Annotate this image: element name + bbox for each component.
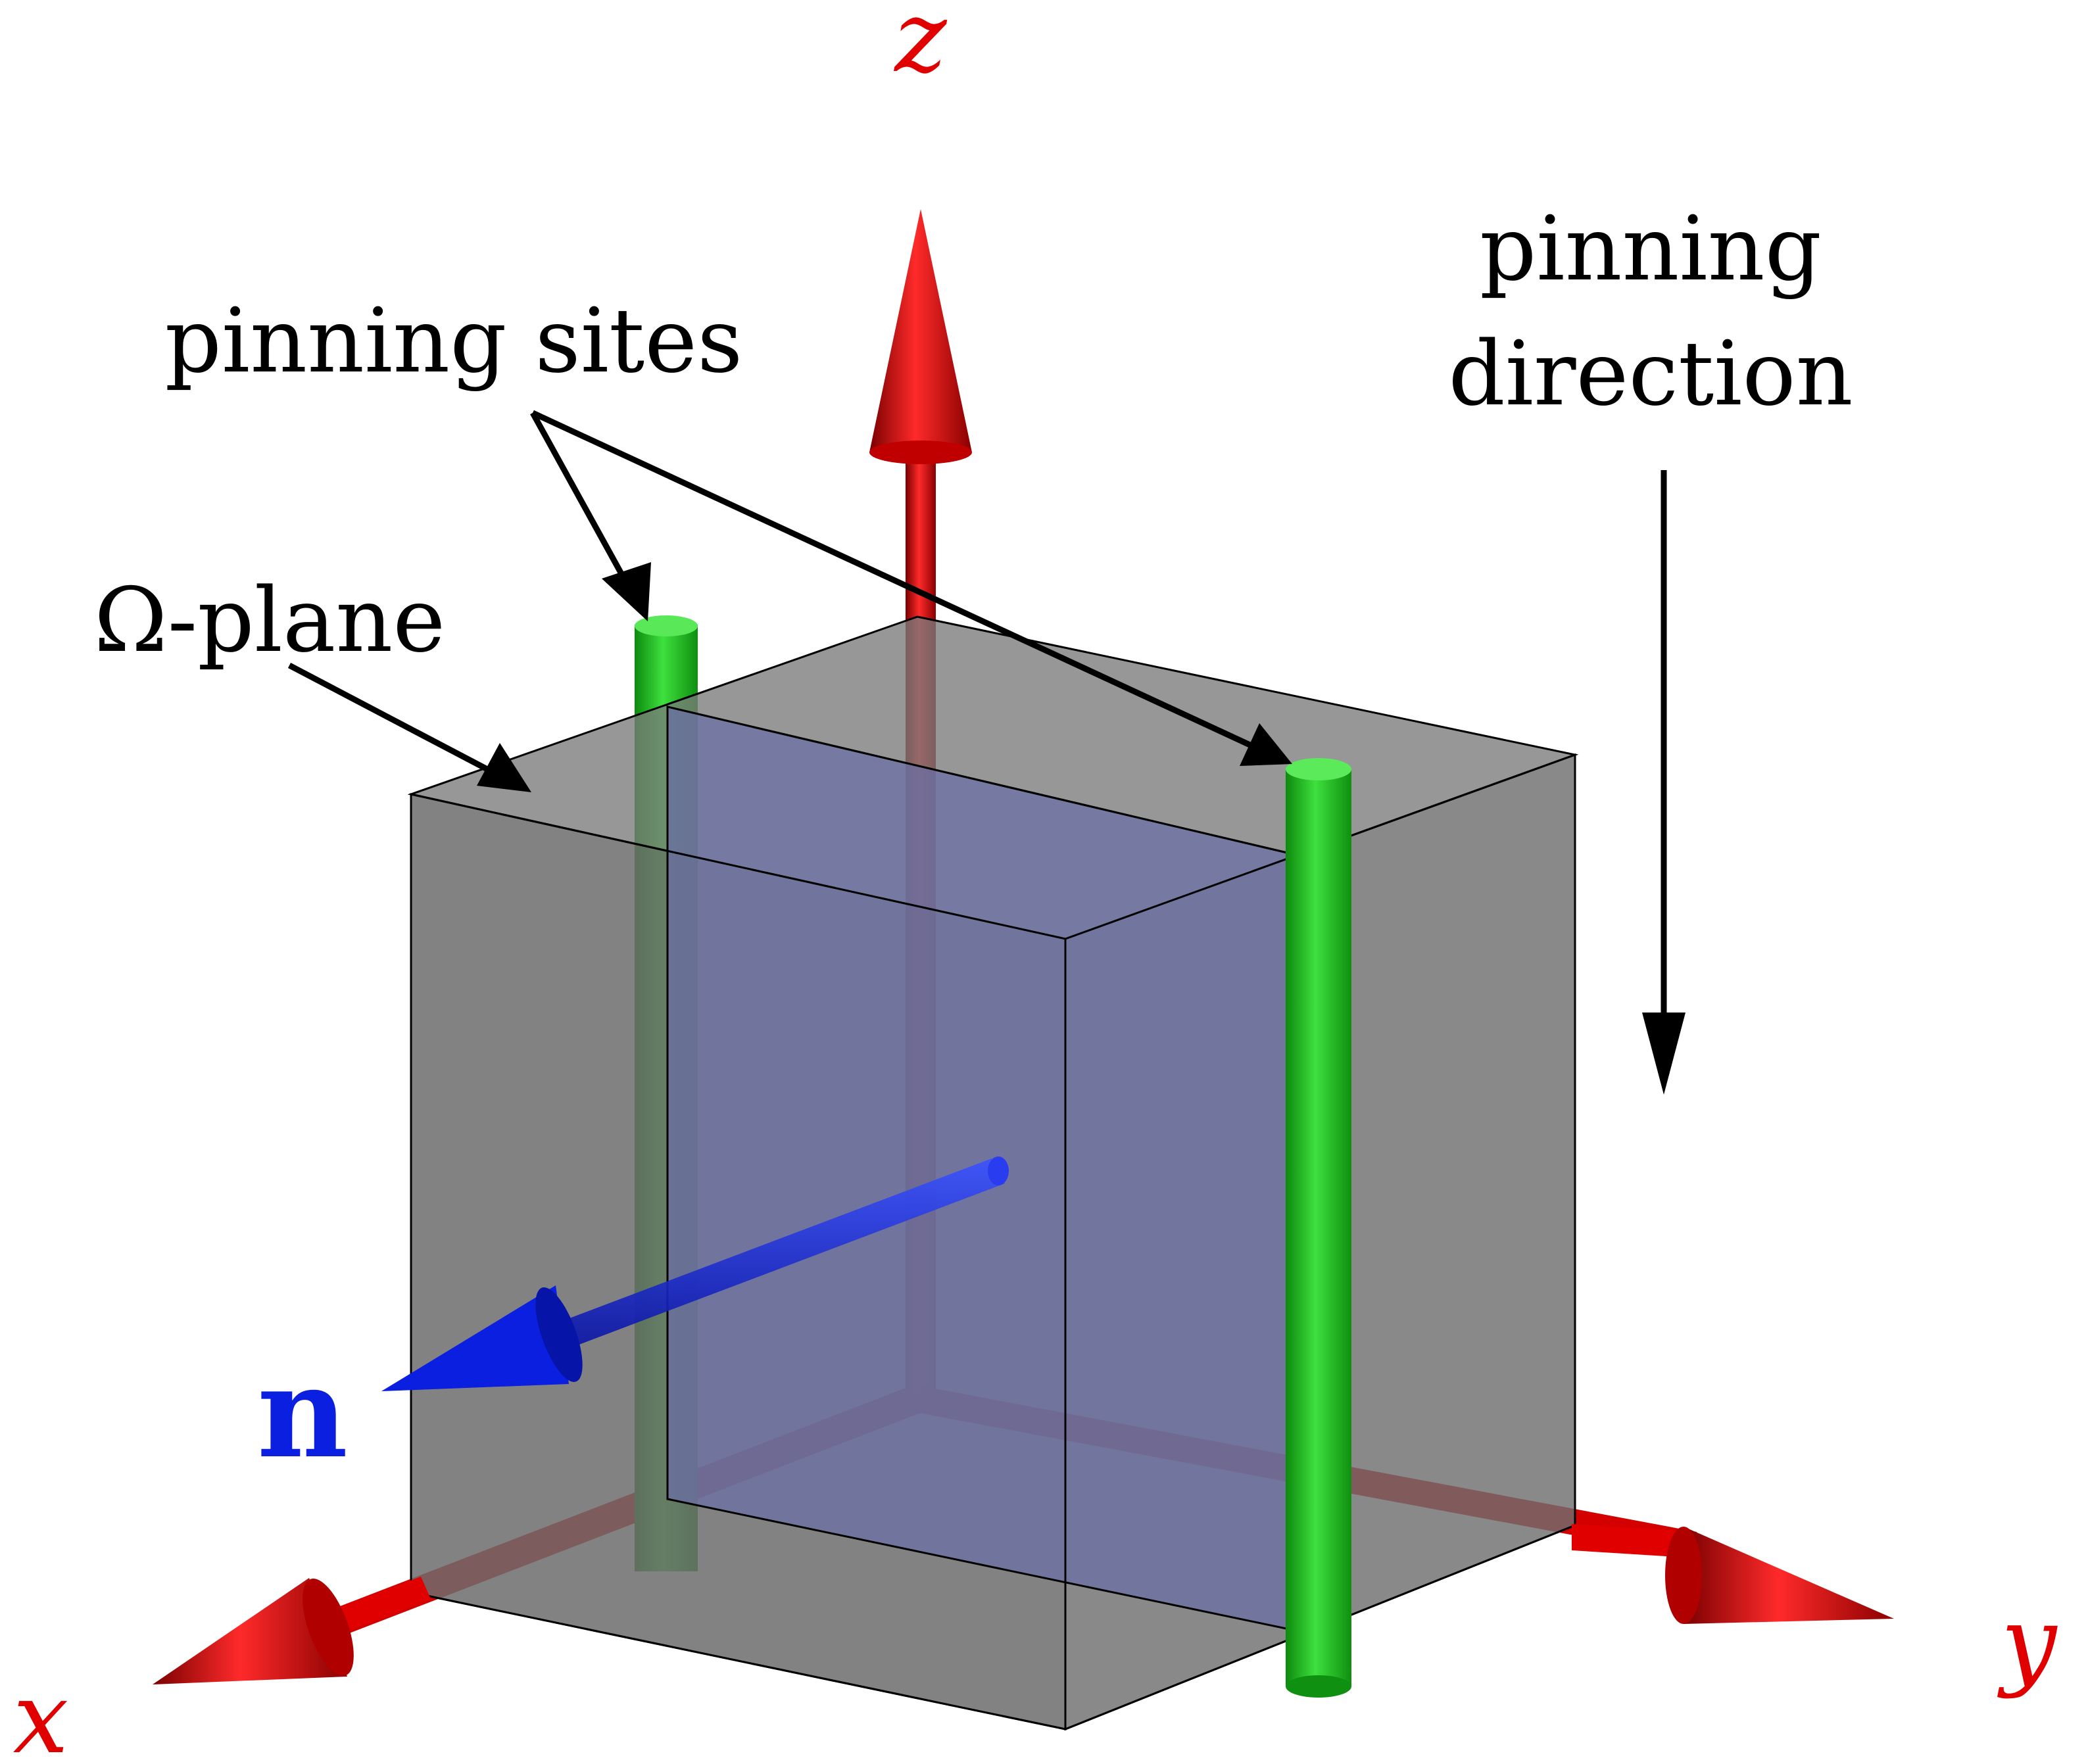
label-pinning-direction-line2: direction <box>1448 322 1853 425</box>
arrow-to-omega-plane <box>287 663 502 778</box>
annotation-arrows <box>287 410 1686 1095</box>
label-pinning-sites: pinning sites <box>165 289 743 393</box>
box-edges <box>410 753 1576 1730</box>
axis-z-arrow <box>869 209 972 611</box>
arrow-to-back-rod <box>530 411 634 594</box>
axis-label-x: x <box>13 1661 69 1764</box>
axis-x-arrow <box>153 1577 431 1684</box>
pinning-rod-front <box>1286 758 1351 1698</box>
axis-label-y: y <box>1997 1586 2058 1700</box>
axis-y-arrow <box>1572 1524 1894 1624</box>
normal-vector-n <box>381 1156 1009 1391</box>
label-omega-plane: Ω-plane <box>94 569 445 672</box>
arrow-to-front-rod <box>531 410 1254 750</box>
label-pinning-direction-line1: pinning <box>1480 197 1822 300</box>
normal-label-n: n <box>257 1339 348 1486</box>
axis-label-z: z <box>893 0 947 95</box>
